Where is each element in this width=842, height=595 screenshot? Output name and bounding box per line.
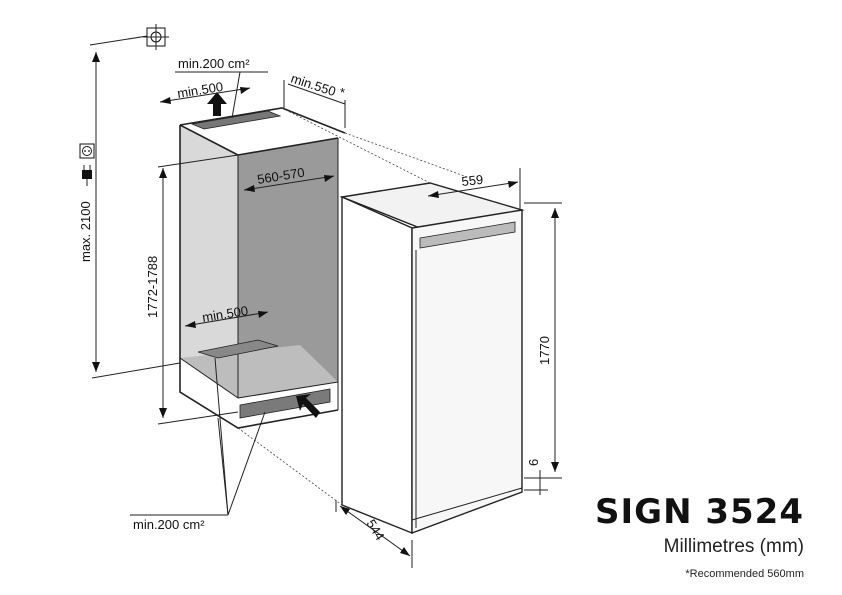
top-width-label: min.550 — [289, 71, 338, 100]
projection-lines — [237, 107, 471, 506]
earth-terminal-icon — [143, 24, 169, 50]
airflow-arrow-in — [296, 394, 320, 418]
bottom-vent-area-label: min.200 cm² — [133, 517, 205, 532]
appliance-body — [339, 182, 525, 535]
appliance-width-label: 559 — [461, 172, 484, 189]
model-title: SIGN 3524 — [595, 492, 804, 532]
niche-width-label: 560-570 — [256, 165, 305, 187]
units-label: Millimetres (mm) — [663, 536, 804, 557]
control-panel — [419, 221, 516, 249]
niche-cabinet — [179, 92, 346, 429]
footnote: *Recommended 560mm — [685, 568, 804, 580]
niche-side-wall — [180, 125, 238, 398]
appliance-height-label: 1770 — [537, 336, 552, 365]
niche-height-label: 1772-1788 — [145, 256, 160, 318]
airflow-arrow-up — [207, 92, 227, 116]
top-width-mark: * — [340, 85, 345, 100]
plug-icon — [82, 165, 92, 186]
socket-icon — [79, 143, 95, 159]
max-height-label: max. 2100 — [78, 201, 93, 262]
top-vent-area-label: min.200 cm² — [178, 56, 250, 71]
bottom-floor-vent — [197, 339, 279, 359]
top-vent-slot — [190, 110, 282, 130]
niche-back-wall — [238, 138, 338, 398]
plinth-gap-label: 6 — [526, 459, 541, 466]
dimension-lines — [89, 33, 562, 568]
bottom-depth-label: min.500 — [201, 303, 249, 325]
top-depth-label: min.500 — [176, 79, 224, 101]
